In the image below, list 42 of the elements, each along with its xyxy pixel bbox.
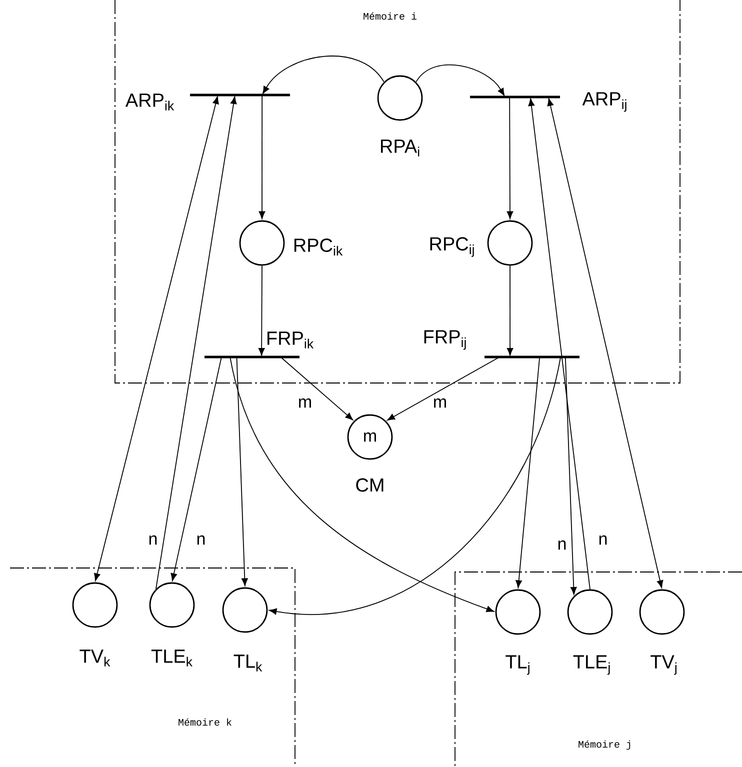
edge-label: n <box>195 534 207 546</box>
transition-bar: FRP$_{ij}$ <box>424 330 580 358</box>
arrow <box>94 96 219 582</box>
arrow <box>170 356 222 581</box>
node-label: TL$_{k}$ <box>234 654 262 672</box>
arrow <box>516 356 540 588</box>
edge-label: m <box>296 397 314 409</box>
arrow <box>269 356 562 615</box>
arrow <box>506 265 514 356</box>
transition-bar: FRP$_{ik}$ <box>204 332 314 358</box>
arrow <box>280 356 354 420</box>
arrow <box>230 356 494 612</box>
node-label: TV$_{k}$ <box>80 650 110 666</box>
edge-label: n <box>597 534 609 546</box>
arrow <box>416 64 505 96</box>
arrow <box>547 98 664 588</box>
arrow <box>258 94 266 219</box>
arrow <box>156 96 237 590</box>
node-label: TLE$_{j}$ <box>573 655 610 675</box>
node-label: RPC$_{ij}$ <box>430 237 474 257</box>
arrow <box>528 98 590 590</box>
node-label: TV$_{j}$ <box>650 655 676 675</box>
node-label: FRP$_{ik}$ <box>268 332 314 348</box>
node-label: RPC$_{ik}$ <box>294 238 343 256</box>
node-label: FRP$_{ij}$ <box>424 330 466 350</box>
arrow <box>258 265 265 356</box>
arrow <box>236 356 248 586</box>
transition-bar: ARP$_{ik}$ <box>125 94 290 110</box>
arrow <box>564 356 577 595</box>
edge-label: m <box>432 397 448 409</box>
transition-bar: ARP$_{ij}$ <box>470 92 626 112</box>
node-label: ARP$_{ik}$ <box>125 94 174 110</box>
node-label: TLE$_{k}$ <box>151 650 193 666</box>
node-label: CM <box>356 478 384 492</box>
arrow <box>262 56 384 94</box>
arrow <box>506 96 514 219</box>
edge-label: n <box>147 534 159 546</box>
edge-label: n <box>556 539 568 551</box>
node-label: RPA$_{i}$ <box>381 140 420 156</box>
arrow <box>387 356 500 421</box>
node-label: ARP$_{ij}$ <box>582 92 626 112</box>
node-label: TL$_{j}$ <box>506 655 530 675</box>
